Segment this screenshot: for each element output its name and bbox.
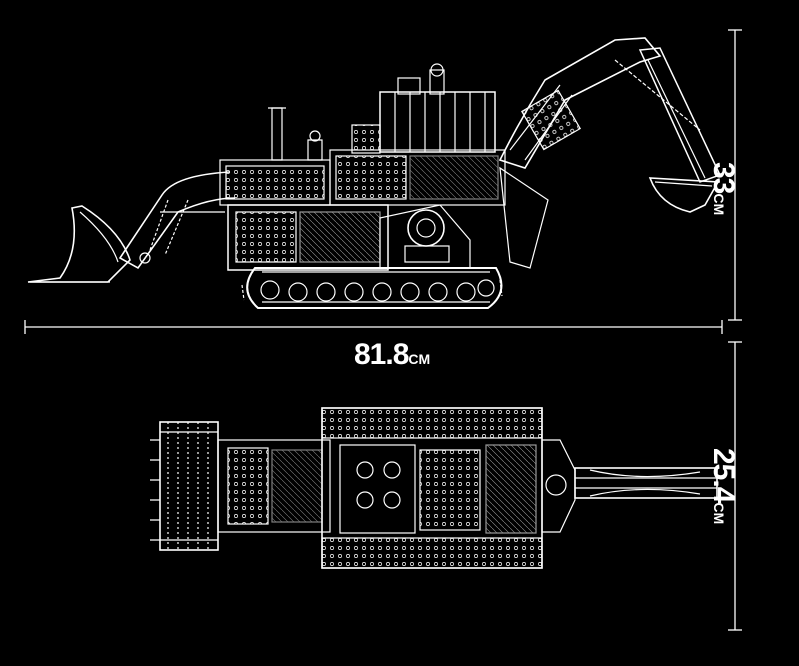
loader-arm <box>118 171 236 270</box>
top-main-body <box>321 407 543 569</box>
exhaust-stack <box>268 107 286 161</box>
dimension-lines <box>24 29 742 631</box>
height-dimension-label: 33CM <box>706 162 740 215</box>
backhoe-bucket <box>648 177 720 213</box>
top-rear-hitch <box>541 439 576 533</box>
length-unit: CM <box>408 351 431 367</box>
top-backhoe-boom <box>574 467 718 499</box>
engine-deck <box>219 149 506 206</box>
width-value: 25.4 <box>707 448 740 503</box>
width-unit: CM <box>711 502 727 525</box>
length-dimension-label: 81.8CM <box>354 338 430 372</box>
width-dimension-label: 25.4CM <box>706 448 740 524</box>
loader-bucket <box>27 205 131 283</box>
track-frame <box>379 204 471 269</box>
length-value: 81.8 <box>354 338 409 371</box>
top-bucket <box>150 421 219 551</box>
width-dimension-line <box>728 341 742 631</box>
rear-stabilizer <box>499 166 549 269</box>
crawler-track-side <box>241 267 503 309</box>
length-dimension-line <box>24 320 723 334</box>
height-unit: CM <box>711 193 727 216</box>
top-loader-arms <box>217 439 331 533</box>
top-view-drawing <box>150 407 718 569</box>
backhoe-dipper <box>614 47 722 183</box>
backhoe-boom <box>498 37 662 169</box>
side-view-drawing <box>27 37 722 309</box>
height-dimension-line <box>728 29 742 321</box>
height-value: 33 <box>707 162 740 194</box>
cab-structure <box>307 63 496 161</box>
